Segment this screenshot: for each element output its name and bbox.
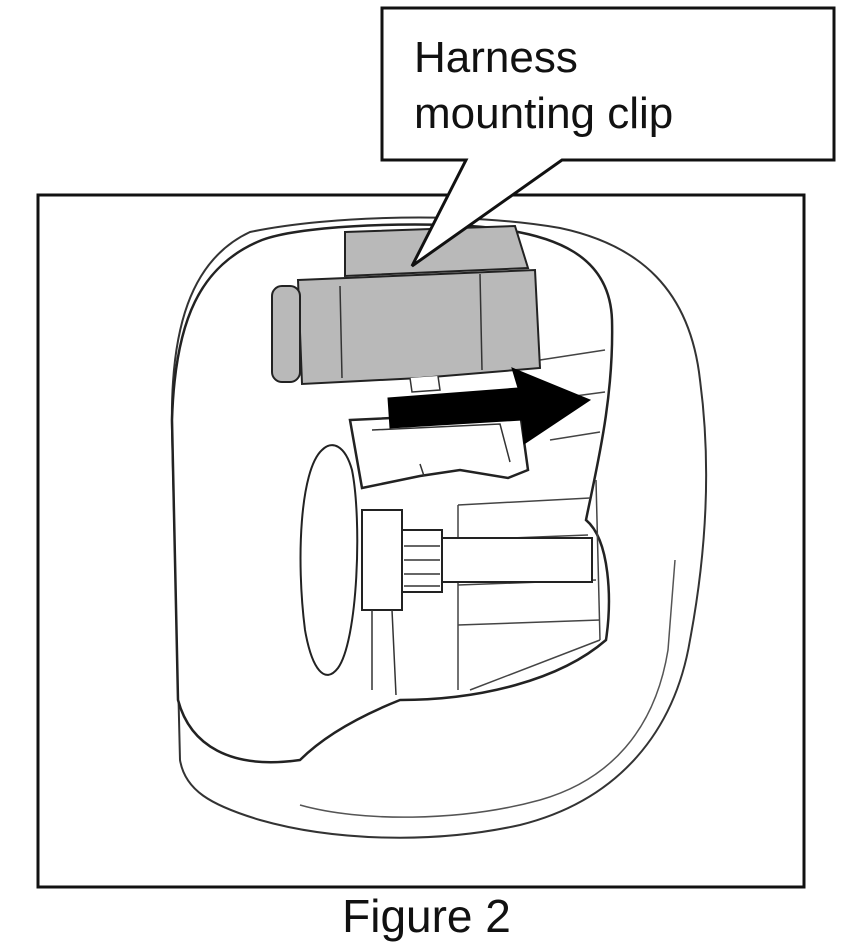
harness-mounting-clip [271,224,542,393]
clip-bracket-detail [371,423,511,477]
mirror-motor-disc [299,444,359,676]
callout-box [380,6,836,268]
direction-arrow [387,367,592,445]
housing-inner-edge [299,559,676,818]
harness-connector [361,509,593,696]
figure-caption: Figure 2 [342,890,511,942]
figure-frame [36,193,806,889]
callout-line-2: mounting clip [414,89,674,138]
callout-line-1: Harness [414,33,578,82]
released-clip-bracket [348,410,530,490]
callout-label: Harness mounting clip [414,30,824,142]
